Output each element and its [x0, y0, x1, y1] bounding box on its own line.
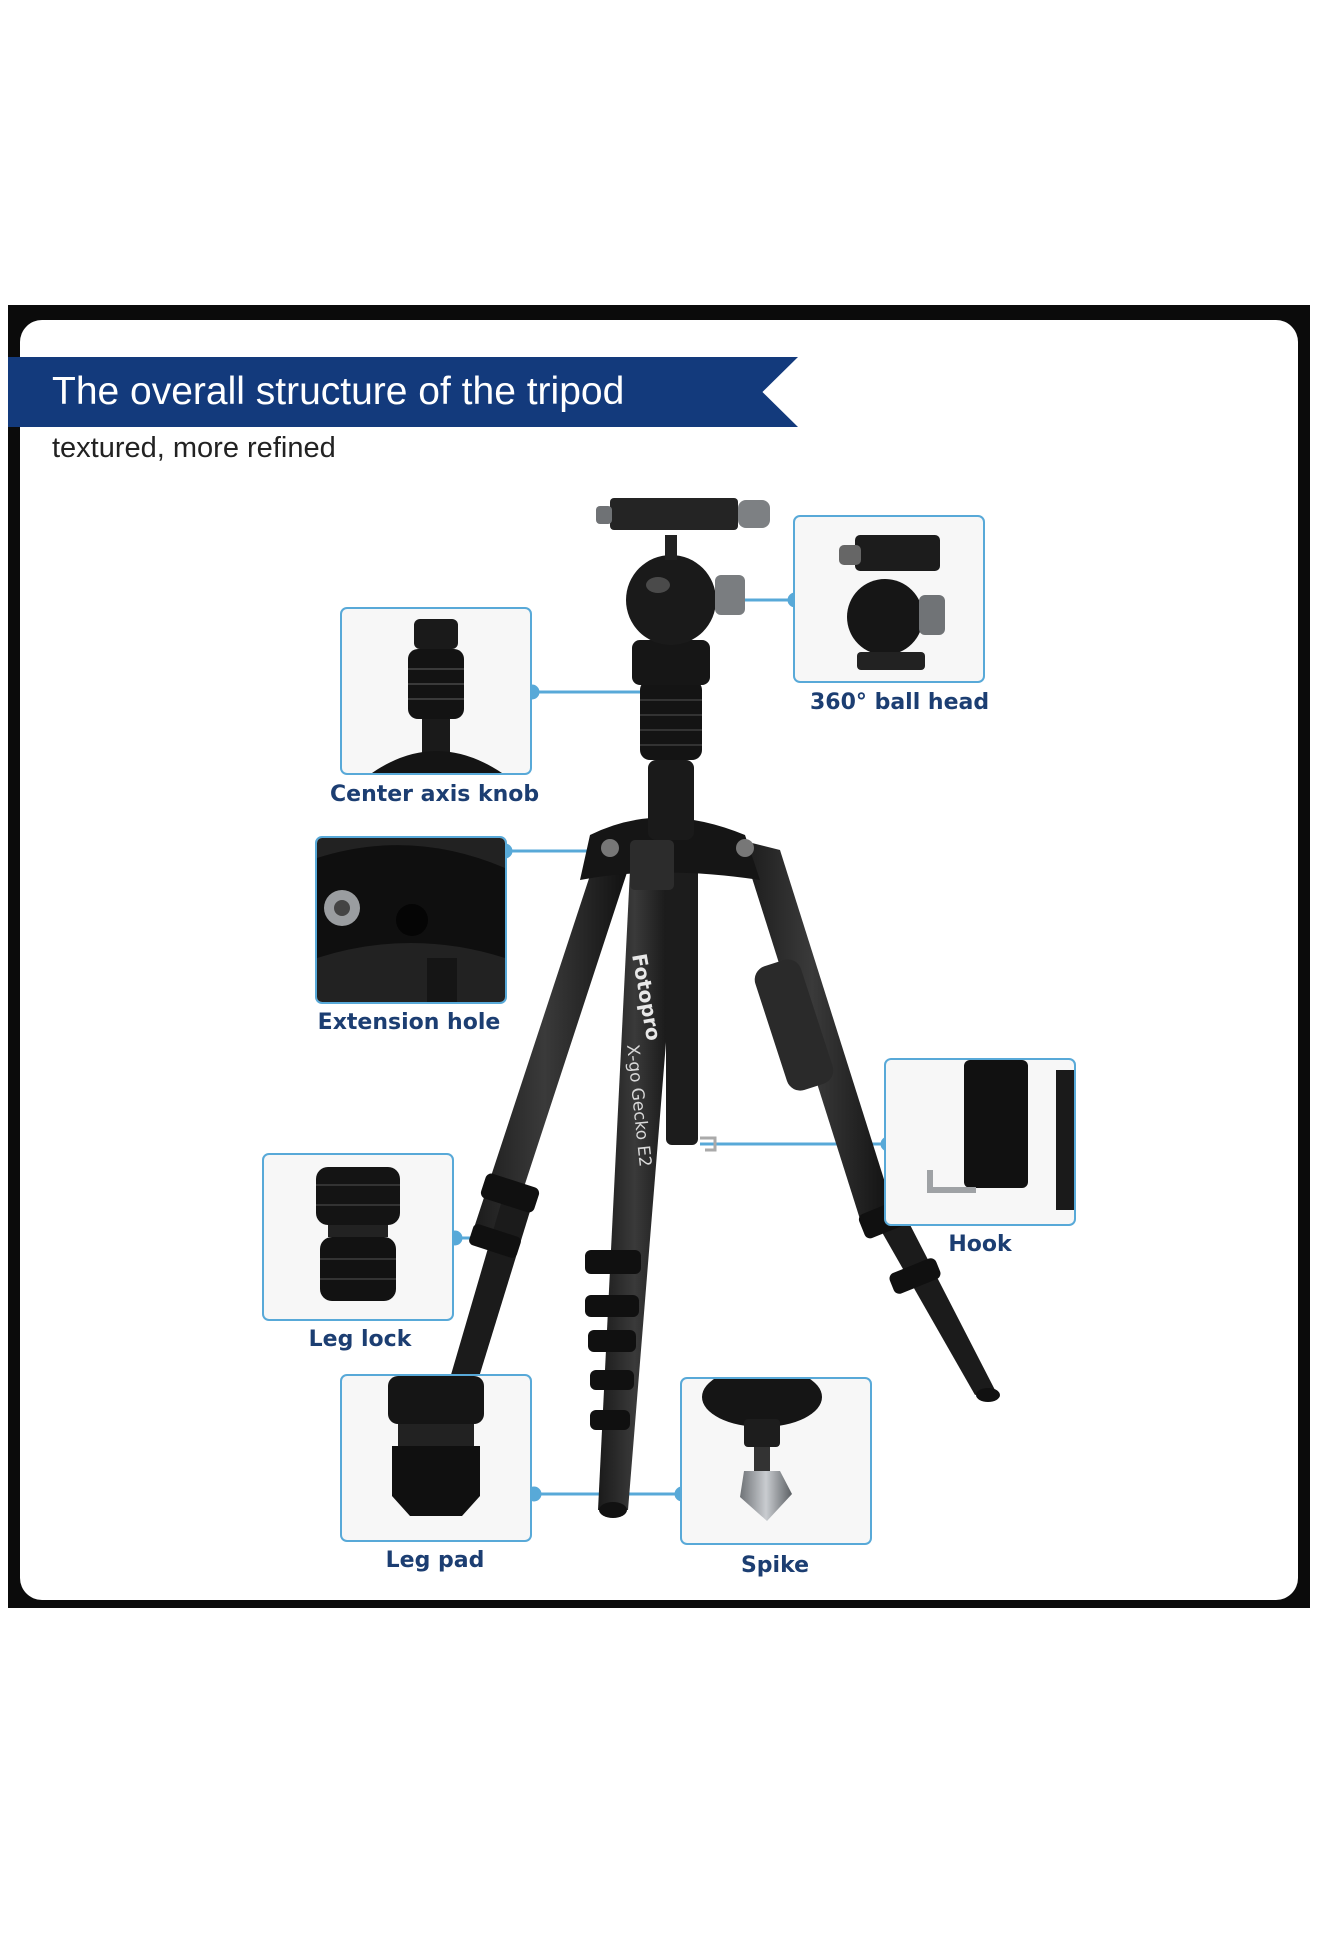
ball-head-panel — [793, 515, 985, 683]
spike-label: Spike — [740, 1553, 810, 1578]
spike-photo — [702, 1379, 822, 1521]
extension-hole-label: Extension hole — [317, 1010, 501, 1035]
ball-head-label: 360° ball head — [810, 690, 990, 715]
leg-pad-label: Leg pad — [385, 1548, 485, 1573]
hook-label: Hook — [948, 1232, 1012, 1257]
ball-head-photo — [839, 535, 945, 670]
spike-panel — [680, 1377, 872, 1545]
extension-hole-photo — [317, 838, 505, 1002]
extension-hole-panel — [315, 836, 507, 1004]
tripod-legs — [448, 840, 1000, 1518]
hook-photo — [927, 1060, 1074, 1210]
center-axis-knob-photo — [372, 619, 502, 773]
leg-lock-panel — [262, 1153, 454, 1321]
leg-lock-photo — [316, 1167, 400, 1301]
title-banner — [8, 357, 798, 427]
center-axis-knob-label: Center axis knob — [330, 782, 540, 807]
center-axis-knob-panel — [340, 607, 532, 775]
leg-lock-label: Leg lock — [308, 1327, 412, 1352]
page-subtitle: textured, more refined — [52, 432, 336, 464]
page-title: The overall structure of the tripod — [52, 370, 625, 413]
leg-pad-panel — [340, 1374, 532, 1542]
leg-pad-photo — [388, 1376, 484, 1516]
hook-panel — [884, 1058, 1076, 1226]
